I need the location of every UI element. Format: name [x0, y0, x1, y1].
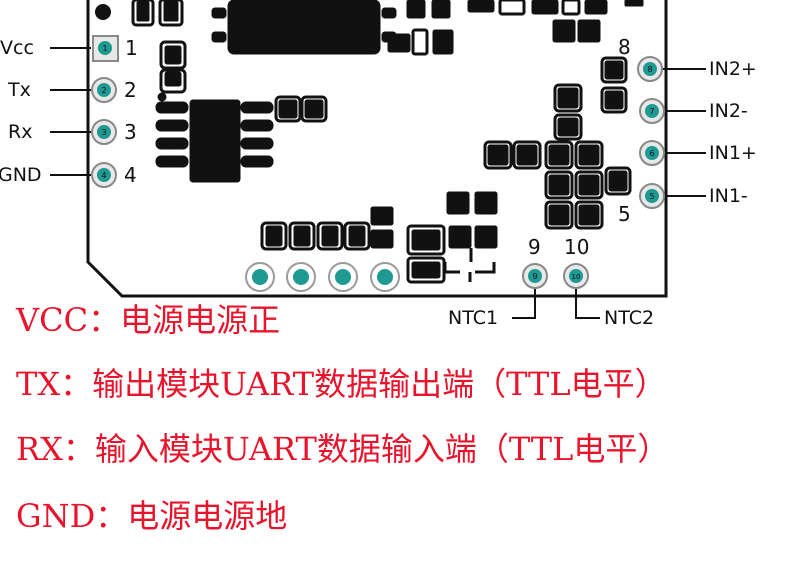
ntc1-label: NTC1 [448, 307, 499, 329]
bottom-pads [245, 262, 400, 292]
pin-3-dot-label: 3 [101, 128, 106, 137]
pin-1-pad [92, 35, 119, 62]
pin-9-number: 9 [528, 235, 541, 259]
pin-4-number: 4 [124, 163, 137, 187]
left-pins: 1 2 3 4 [50, 35, 119, 188]
pin-2-label: Tx [8, 79, 31, 101]
pin-8-number: 8 [618, 35, 631, 59]
pin-1-number: 1 [125, 36, 138, 60]
pin-7-label: IN2- [709, 100, 748, 122]
pin-3-label: Rx [8, 121, 33, 143]
pin-8-label: IN2+ [709, 58, 757, 80]
ntc-pins: 9 10 [512, 263, 600, 319]
bottom-components [260, 191, 498, 284]
pin-1-label: Vcc [0, 37, 34, 59]
pin-6-label: IN1+ [709, 142, 757, 164]
ntc2-label: NTC2 [604, 307, 655, 329]
marker-dot [95, 4, 111, 20]
pin-9-dot-label: 9 [532, 272, 537, 281]
pin-10-number: 10 [564, 235, 590, 259]
pin-2-number: 2 [124, 78, 137, 102]
pin-6-dot-label: 6 [649, 149, 654, 158]
pin-4-dot-label: 4 [101, 171, 106, 180]
pin-3-number: 3 [124, 120, 137, 144]
description-gnd: GND：电源电源地 [16, 497, 288, 535]
description-vcc: VCC：电源电源正 [16, 301, 281, 339]
pin-7-dot-label: 7 [649, 107, 654, 116]
right-pins: 8 7 6 5 [637, 56, 706, 209]
pin-10-dot-label: 10 [572, 273, 581, 281]
description-rx: RX：输入模块UART数据输入端（TTL电平） [16, 430, 670, 468]
left-components [155, 40, 328, 183]
pin-2-dot-label: 2 [101, 86, 106, 95]
pin-1-dot-label: 1 [102, 44, 107, 53]
pin-5-number: 5 [618, 202, 631, 226]
pin-5-dot-label: 5 [649, 192, 654, 201]
top-components [131, 0, 644, 56]
pin-5-label: IN1- [709, 185, 748, 207]
right-components [483, 56, 632, 230]
description-tx: TX：输出模块UART数据输出端（TTL电平） [16, 365, 667, 403]
pin-8-dot-label: 8 [647, 65, 652, 74]
pin-4-label: GND [0, 164, 42, 186]
